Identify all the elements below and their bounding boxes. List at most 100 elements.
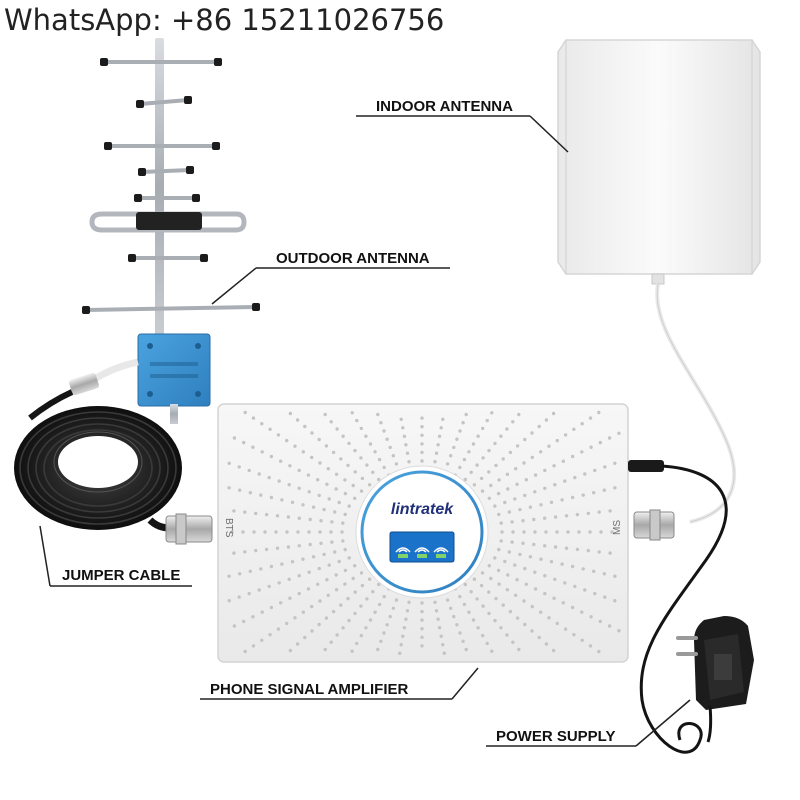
vent-hole <box>583 588 586 591</box>
vent-hole <box>576 548 579 551</box>
vent-hole <box>228 599 231 602</box>
vent-hole <box>571 565 574 568</box>
vent-hole <box>509 451 512 454</box>
vent-hole <box>510 540 513 543</box>
vent-hole <box>310 431 313 434</box>
vent-hole <box>550 560 553 563</box>
vent-hole <box>597 650 600 653</box>
vent-hole <box>309 518 312 521</box>
vent-hole <box>382 631 385 634</box>
vent-hole <box>233 624 236 627</box>
vent-hole <box>318 438 321 441</box>
vent-hole <box>436 618 439 621</box>
power-cable <box>641 466 726 752</box>
vent-hole <box>316 583 319 586</box>
vent-hole <box>494 597 497 600</box>
vent-hole <box>530 629 533 632</box>
vent-hole <box>580 610 583 613</box>
vent-hole <box>603 489 606 492</box>
vent-hole <box>260 422 263 425</box>
vent-hole <box>506 487 509 490</box>
vent-hole <box>298 487 301 490</box>
vent-hole <box>344 513 347 516</box>
vent-hole <box>401 635 404 638</box>
vent-hole <box>353 564 356 567</box>
vent-hole <box>228 462 231 465</box>
vent-hole <box>481 456 484 459</box>
vent-hole <box>493 504 496 507</box>
vent-hole <box>232 509 235 512</box>
vent-hole <box>287 515 290 518</box>
vent-hole <box>502 603 505 606</box>
vent-hole <box>276 514 279 517</box>
vent-hole <box>566 530 569 533</box>
vent-hole <box>502 457 505 460</box>
vent-hole <box>335 427 338 430</box>
vent-hole <box>562 601 565 604</box>
vent-hole <box>613 599 616 602</box>
vent-hole <box>263 530 266 533</box>
vent-hole <box>446 462 449 465</box>
vent-hole <box>505 427 508 430</box>
vent-hole <box>554 515 557 518</box>
vent-hole <box>268 428 271 431</box>
vent-hole <box>238 465 241 468</box>
bts-connector <box>166 516 212 542</box>
vent-hole <box>293 616 296 619</box>
vent-hole <box>265 548 268 551</box>
vent-hole <box>420 442 423 445</box>
vent-hole <box>603 595 606 598</box>
vent-hole <box>360 427 363 430</box>
vent-hole <box>379 421 382 424</box>
vent-hole <box>354 470 357 473</box>
vent-hole <box>555 530 558 533</box>
vent-hole <box>406 609 409 612</box>
vent-hole <box>376 648 379 651</box>
vent-hole <box>486 642 489 645</box>
vent-hole <box>581 422 584 425</box>
vent-hole <box>322 553 325 556</box>
vent-hole <box>458 595 461 598</box>
antenna-boom <box>155 38 164 338</box>
vent-hole <box>378 603 381 606</box>
vent-hole <box>500 530 503 533</box>
vent-hole <box>440 426 443 429</box>
vent-hole <box>270 496 273 499</box>
vent-hole <box>435 609 438 612</box>
vent-hole <box>515 483 518 486</box>
callout-outdoor-antenna: OUTDOOR ANTENNA <box>212 250 450 304</box>
vent-hole <box>293 445 296 448</box>
vent-hole <box>531 605 534 608</box>
vent-hole <box>589 615 592 618</box>
vent-hole <box>470 471 473 474</box>
vent-hole <box>516 444 519 447</box>
vent-hole <box>543 592 546 595</box>
vent-hole <box>599 620 602 623</box>
vent-hole <box>389 615 392 618</box>
vent-hole <box>279 460 282 463</box>
vent-hole <box>371 590 374 593</box>
vent-hole <box>238 595 241 598</box>
vent-hole <box>534 473 537 476</box>
vent-hole <box>325 578 328 581</box>
vent-hole <box>332 610 335 613</box>
vent-hole <box>385 438 388 441</box>
vent-hole <box>318 599 321 602</box>
vent-hole <box>322 508 325 511</box>
vent-hole <box>523 623 526 626</box>
vent-hole <box>310 456 313 459</box>
vent-hole <box>404 443 407 446</box>
vent-hole <box>325 616 328 619</box>
vent-hole <box>270 565 273 568</box>
vent-hole <box>556 439 559 442</box>
vent-hole <box>503 560 506 563</box>
vent-hole <box>511 530 514 533</box>
vent-hole <box>467 611 470 614</box>
vent-hole <box>298 469 301 472</box>
brand-logo: lintratek <box>391 501 454 518</box>
vent-hole <box>389 446 392 449</box>
vent-hole <box>438 435 441 438</box>
vent-hole <box>446 598 449 601</box>
callout-phone-signal-amplifier: PHONE SIGNAL AMPLIFIER <box>200 668 478 699</box>
vent-hole <box>476 435 479 438</box>
